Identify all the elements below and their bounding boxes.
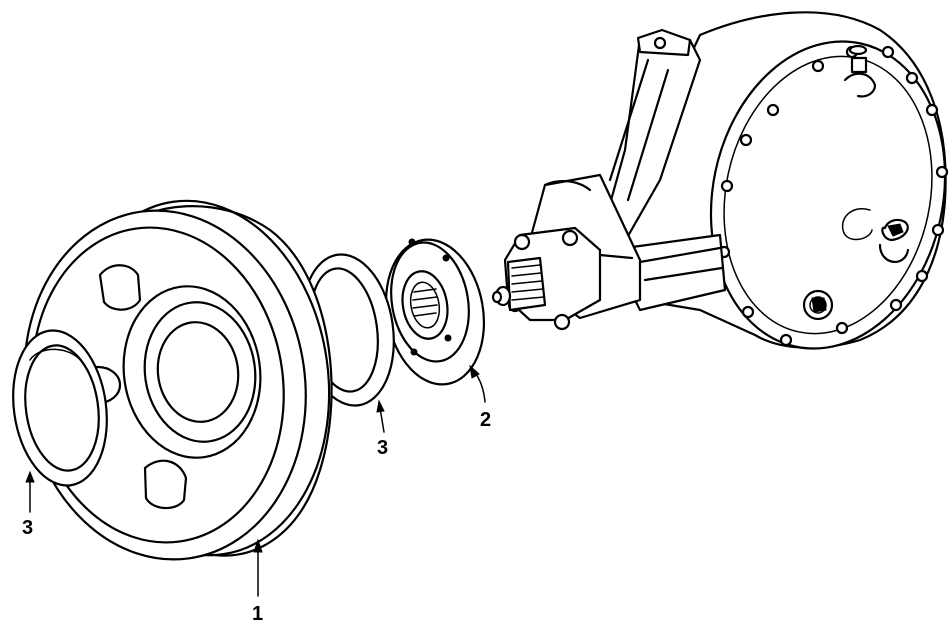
cover-bolts — [717, 45, 949, 347]
drain-plug — [802, 289, 834, 321]
center-boss — [841, 208, 910, 263]
clutch-hub — [384, 238, 486, 386]
callout-label-shim-center: 3 — [377, 437, 388, 459]
callout-label-flywheel: 1 — [252, 603, 263, 625]
shim-left — [12, 329, 108, 487]
mounting-arm — [598, 28, 702, 252]
gear-housing — [491, 11, 949, 350]
fill-plug — [843, 44, 877, 98]
callout-leaders — [25, 364, 486, 597]
input-shaft — [491, 256, 547, 312]
callout-label-shim-left: 3 — [22, 517, 33, 539]
callout-label-clutch-hub: 2 — [480, 409, 491, 431]
